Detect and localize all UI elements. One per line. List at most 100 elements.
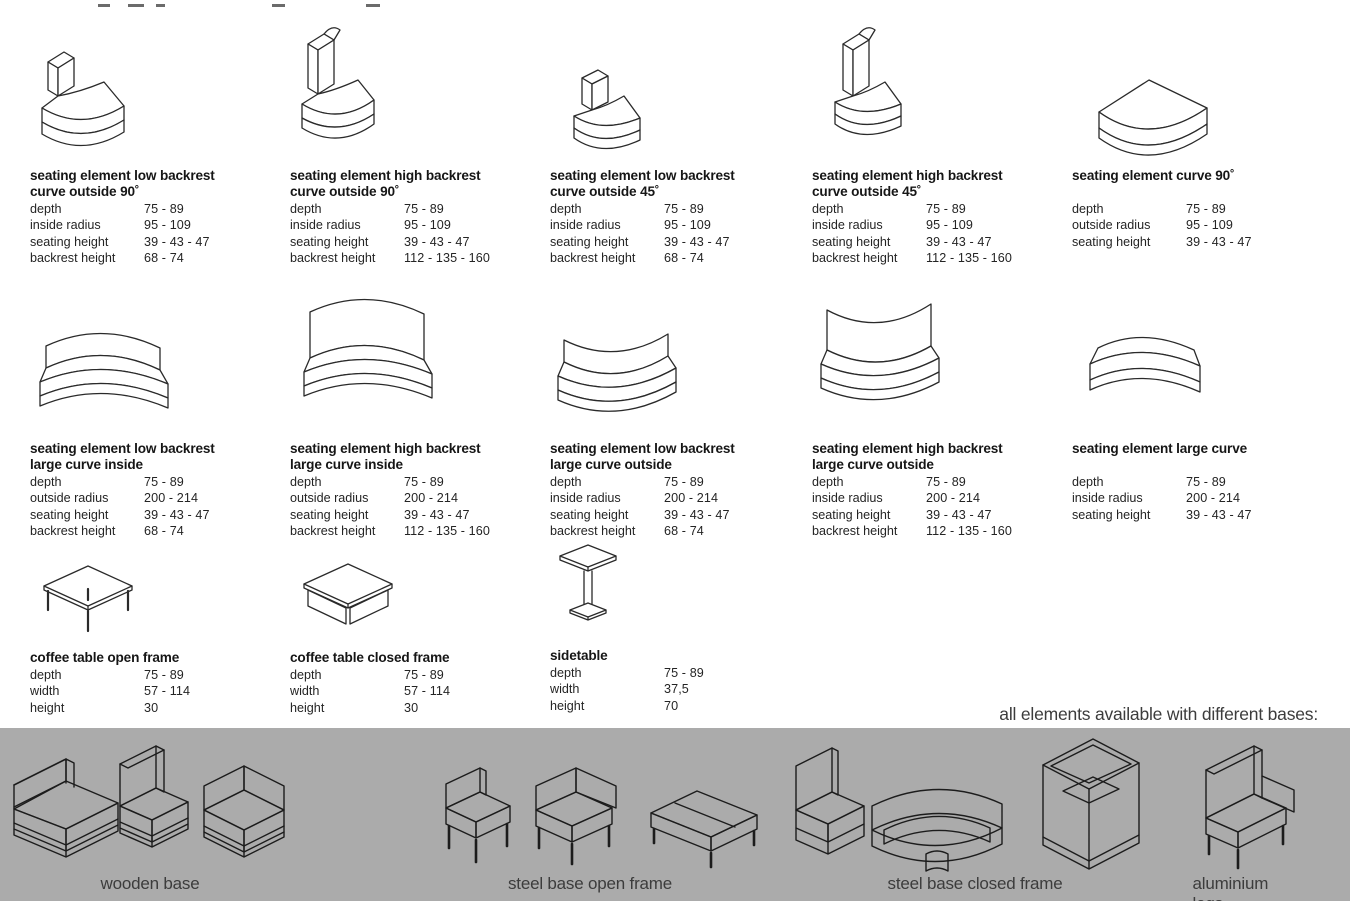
spec-label: inside radius	[550, 218, 621, 233]
spec-value: 39 - 43 - 47	[926, 507, 992, 522]
spec-label: depth	[290, 475, 322, 489]
spec-value: 200 - 214	[404, 491, 459, 506]
spec-table: depth 75 - 89 outside radius 200 - 214 sea…	[30, 474, 282, 540]
illustration-low-backrest-large-curve-outside-icon	[552, 300, 677, 437]
bases-band	[0, 728, 1350, 901]
aluminium-legs-armchair-icon	[1188, 736, 1318, 883]
spec-label: depth	[812, 202, 844, 216]
illustration-low-backrest-curve-outside-90-icon	[30, 48, 140, 165]
spec-value: 75 - 89	[404, 668, 444, 682]
spec-value: 68 - 74	[664, 251, 704, 266]
spec-value: 75 - 89	[144, 202, 184, 216]
spec-label: seating height	[30, 507, 109, 522]
spec-value: 39 - 43 - 47	[926, 234, 992, 249]
spec-value: 37,5	[664, 682, 689, 697]
product-title-line2: curve outside 90˚	[290, 184, 400, 199]
product-card: seating element high backrest large curv…	[812, 441, 1064, 540]
spec-label: outside radius	[30, 491, 109, 506]
spec-label: seating height	[812, 234, 891, 249]
bases-note: all elements available with different ba…	[999, 704, 1318, 724]
product-card: seating element low backrest curve outsi…	[30, 168, 282, 267]
spec-label: inside radius	[812, 491, 883, 506]
spec-value: 57 - 114	[144, 684, 191, 699]
illustration-coffee-table-open-frame-icon	[38, 560, 138, 639]
product-title-line2	[1072, 457, 1324, 473]
illustration-high-backrest-curve-outside-90-icon	[292, 22, 387, 165]
spec-value: 95 - 109	[404, 218, 452, 233]
spec-value: 75 - 89	[664, 475, 704, 489]
spec-label: depth	[550, 202, 582, 216]
spec-value: 70	[664, 698, 679, 713]
spec-value: 30	[144, 700, 159, 715]
steel-closed-frame-high-chair-icon	[788, 740, 868, 881]
steel-open-frame-chair-icon	[438, 760, 518, 877]
product-title-line1: seating element low backrest	[550, 168, 735, 183]
spec-value: 200 - 214	[926, 491, 981, 506]
wooden-base-corner-seat-icon	[198, 760, 292, 883]
illustration-coffee-table-closed-frame-icon	[298, 558, 398, 637]
spec-value: 200 - 214	[144, 491, 199, 506]
spec-label: depth	[290, 202, 322, 216]
spec-label: height	[290, 700, 325, 715]
product-title-line1: seating element low backrest	[550, 441, 735, 456]
spec-label: inside radius	[1072, 491, 1143, 506]
spec-label: width	[550, 682, 580, 697]
spec-value: 112 - 135 - 160	[404, 524, 490, 539]
product-title-line1: seating element high backrest	[812, 168, 1003, 183]
product-title-line1: seating element high backrest	[290, 168, 481, 183]
spec-label: backrest height	[290, 251, 376, 266]
product-title-line1: sidetable	[550, 648, 608, 663]
steel-open-frame-corner-chair-icon	[528, 756, 638, 876]
wooden-base-high-chair-icon	[112, 736, 196, 881]
spec-value: 39 - 43 - 47	[1186, 234, 1252, 249]
spec-label: seating height	[1072, 507, 1151, 522]
product-title-line2: large curve outside	[812, 457, 934, 472]
spec-value: 39 - 43 - 47	[1186, 507, 1252, 522]
illustration-high-backrest-curve-outside-45-icon	[815, 24, 915, 165]
spec-label: seating height	[550, 234, 629, 249]
spec-value: 75 - 89	[404, 202, 444, 216]
product-title-line1: coffee table closed frame	[290, 650, 450, 665]
spec-label: outside radius	[290, 491, 369, 506]
spec-label: outside radius	[1072, 218, 1151, 233]
product-title-line1: seating element high backrest	[290, 441, 481, 456]
illustration-sidetable-icon	[552, 542, 624, 639]
spec-label: inside radius	[30, 218, 101, 233]
spec-label: depth	[30, 475, 62, 489]
product-card: seating element high backrest large curv…	[290, 441, 542, 540]
spec-value: 57 - 114	[404, 684, 451, 699]
spec-table: depth 75 - 89 inside radius 95 - 109 seati…	[290, 201, 542, 267]
spec-label: seating height	[30, 234, 109, 249]
spec-label: inside radius	[812, 218, 883, 233]
product-card: seating element low backrest large curve…	[30, 441, 282, 540]
spec-label: depth	[1072, 475, 1104, 489]
spec-label: inside radius	[550, 491, 621, 506]
spec-label: depth	[1072, 202, 1104, 216]
spec-label: height	[30, 700, 65, 715]
product-title-line1: seating element low backrest	[30, 441, 215, 456]
product-title-line1: seating element large curve	[1072, 441, 1248, 456]
spec-value: 39 - 43 - 47	[404, 234, 470, 249]
spec-label: inside radius	[290, 218, 361, 233]
spec-value: 68 - 74	[144, 524, 184, 539]
spec-label: depth	[550, 666, 582, 680]
spec-value: 39 - 43 - 47	[404, 507, 470, 522]
spec-label: seating height	[290, 234, 369, 249]
spec-label: seating height	[290, 507, 369, 522]
spec-label: backrest height	[550, 251, 636, 266]
product-title-line2	[1072, 184, 1324, 200]
spec-value: 75 - 89	[144, 475, 184, 489]
